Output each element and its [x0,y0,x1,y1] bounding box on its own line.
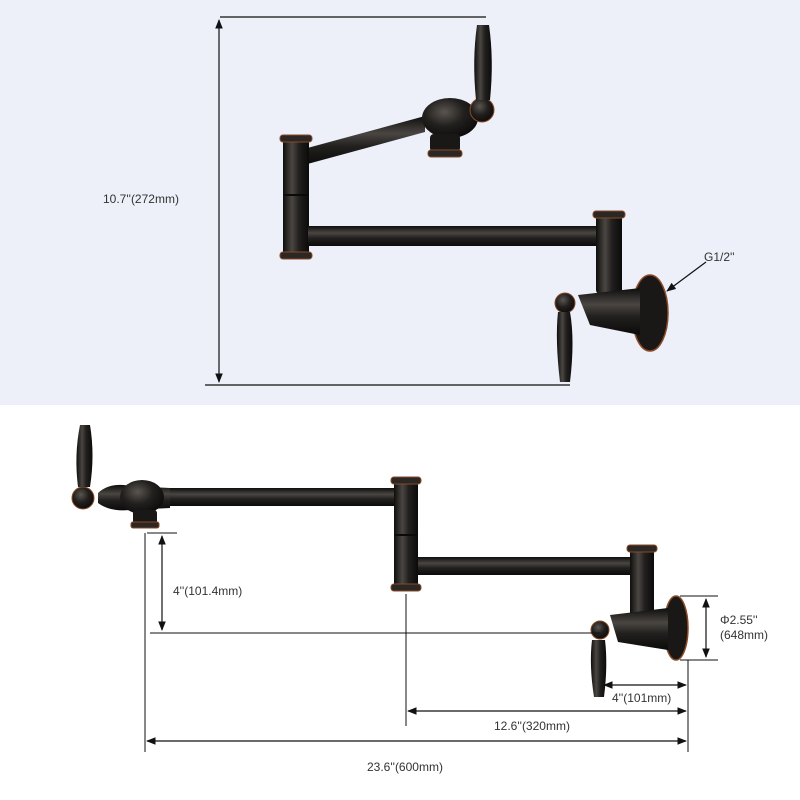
lower-swing-arm [418,557,632,575]
spout-aerator [130,521,160,529]
bottom-dimensions [144,532,718,752]
flange-to-handle-label: 4''(101mm) [612,691,672,705]
valve-handle [590,640,607,697]
spout-handle [474,25,492,100]
bottom-faucet [71,425,689,697]
flange-diameter-label-line2: (648mm) [720,628,769,642]
upper-swing-arm [165,488,397,506]
inlet-callout-arrow [666,261,707,292]
spout-aerator [427,149,463,158]
spout-body [422,98,478,138]
shutoff-valve [578,288,640,335]
top-faucet [279,25,669,382]
inlet-label: G1/2'' [704,250,735,264]
height-dimension [205,16,570,386]
bottom-view-panel [0,405,800,800]
spout-body [120,480,164,514]
second-arm-label: 12.6''(320mm) [494,719,570,733]
shutoff-valve [610,608,668,650]
flange-diameter-label-line1: Φ2.55'' [720,613,758,627]
elbow-joint-right [630,548,654,618]
elbow-joint-right [596,214,622,294]
top-view-panel [0,0,800,405]
elbow-joint-left [283,138,309,258]
drop-label: 4''(101.4mm) [173,584,243,598]
valve-handle [556,312,573,382]
upper-swing-arm [300,116,425,166]
lower-swing-arm [308,226,598,246]
spout-handle [76,425,93,487]
height-label: 10.7''(272mm) [103,192,179,206]
total-reach-label: 23.6''(600mm) [367,760,443,774]
